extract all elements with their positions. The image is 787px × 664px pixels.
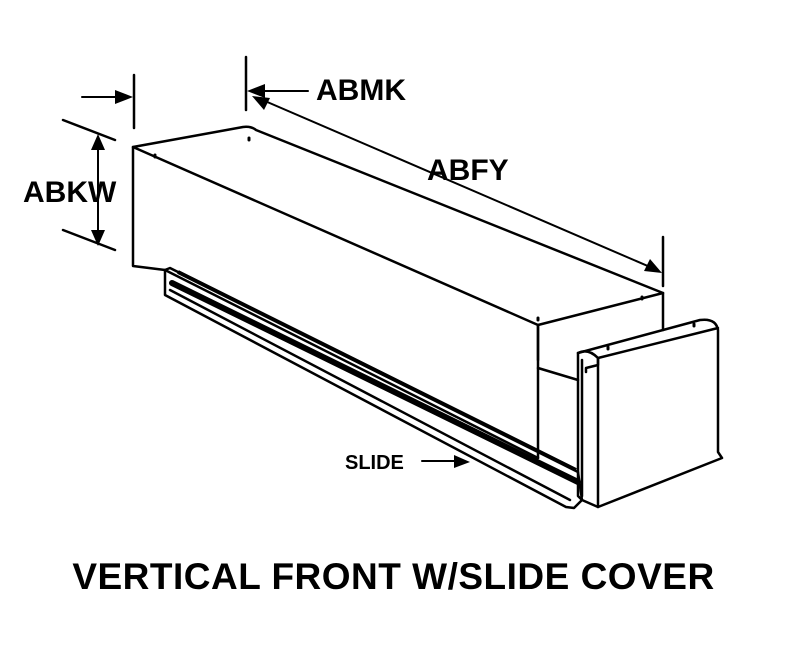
abmk-label: ABMK: [316, 74, 406, 107]
rail-shading: [177, 270, 577, 472]
dimension-abfy: [257, 97, 665, 288]
diagram-caption: VERTICAL FRONT W/SLIDE COVER: [72, 556, 715, 597]
abkw-arrow-down: [91, 230, 105, 246]
rivet-marks: [153, 136, 696, 351]
slide-arrow: [454, 455, 470, 468]
box-body: [131, 125, 665, 460]
abmk-arrow-left: [115, 90, 133, 104]
abfy-arrow-left: [252, 96, 270, 110]
abkw-label: ABKW: [23, 176, 117, 209]
dimension-abkw: [61, 118, 117, 252]
slide-cover: [576, 318, 724, 509]
abmk-arrow-right: [247, 84, 265, 98]
abkw-arrow-up: [91, 134, 105, 150]
abfy-label: ABFY: [427, 154, 509, 187]
abfy-arrow-right: [644, 259, 662, 273]
slide-label: SLIDE: [345, 452, 404, 474]
